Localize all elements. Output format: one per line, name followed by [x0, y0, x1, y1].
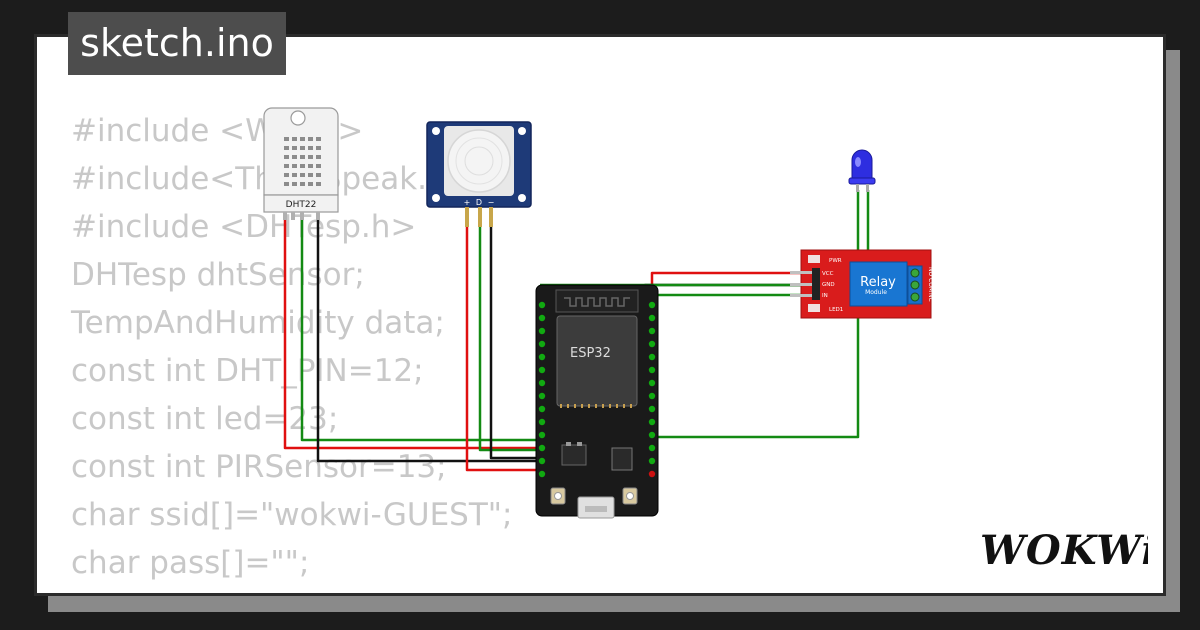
relay-title: Relay	[860, 275, 896, 290]
pir-pin-label: −	[488, 198, 495, 207]
usb-serial-chip	[611, 447, 633, 471]
relay-pin-label: PWR	[829, 258, 842, 264]
pir-dome	[447, 129, 511, 193]
esp32-board[interactable]: ESP32	[535, 284, 659, 519]
wokwi-logo-text: WOKWi	[980, 528, 1148, 572]
relay-pin-label: VCC	[822, 271, 834, 277]
relay-subtitle: Module	[865, 289, 887, 296]
code-line: TempAndHumidity data;	[71, 305, 445, 341]
dht22-label: DHT22	[286, 200, 317, 210]
pir-pin-label: D	[476, 198, 482, 207]
wire-relay-vcc	[650, 271, 805, 470]
pir-motion-sensor[interactable]: + D −	[426, 121, 532, 227]
pir-pin-label: +	[464, 198, 471, 207]
code-line: char pass[]="";	[71, 545, 310, 581]
relay-coil	[849, 261, 908, 307]
code-line: const int DHT_PIN=12;	[71, 353, 424, 389]
relay-out-label: COM	[927, 278, 934, 292]
relay-module[interactable]: PWR VCC GND IN LED1 Relay Module NO COM …	[790, 249, 934, 319]
wire-pir-vcc	[465, 210, 538, 472]
wire-dht-data	[300, 218, 538, 442]
wire-relay-in	[653, 293, 805, 300]
wire-pir-data	[478, 210, 538, 452]
wire-dht-vcc	[283, 218, 538, 450]
wokwi-logo: WOKWi	[980, 528, 1148, 572]
dht22-grille	[284, 137, 321, 186]
code-line: DHTesp dhtSensor;	[71, 257, 365, 293]
esp32-right-pins	[648, 301, 656, 478]
relay-out-label: NC	[927, 293, 934, 302]
code-line: const int PIRSensor=13;	[71, 449, 447, 485]
blue-led[interactable]	[848, 149, 876, 192]
file-name-tab[interactable]: sketch.ino	[68, 12, 286, 75]
esp32-module-shield	[556, 315, 638, 407]
wire-pir-gnd	[489, 210, 538, 460]
relay-pin-label: LED1	[829, 307, 843, 313]
wire-dht-gnd	[316, 218, 538, 463]
dht22-sensor[interactable]: DHT22	[263, 107, 339, 220]
relay-out-label: NO	[927, 267, 934, 276]
relay-pin-label: GND	[822, 282, 835, 288]
code-line: char ssid[]="wokwi-GUEST";	[71, 497, 513, 533]
esp32-label: ESP32	[570, 346, 611, 361]
code-preview: #include <WiFi.h>#include<ThingSpeak.h>#…	[71, 107, 513, 593]
relay-pin-label: IN	[822, 293, 828, 299]
esp32-left-pins	[538, 301, 546, 478]
